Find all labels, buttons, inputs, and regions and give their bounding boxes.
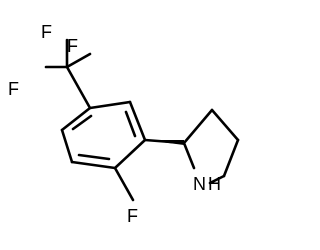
ring-bond-6 [60, 106, 92, 132]
atom-label-f-ring: F [127, 206, 138, 226]
pyrrolidine-bond-2 [210, 108, 240, 142]
atom-label-f-top: F [41, 22, 52, 42]
ring-bond-3 [113, 138, 147, 170]
pyrrolidine-bond-1 [182, 108, 214, 145]
pyrrolidine-bond-3 [222, 138, 240, 178]
atom-label-n: N [193, 174, 206, 194]
ring-double-bond-inner-1 [124, 110, 137, 138]
ring-double-bond-inner-3 [71, 114, 93, 131]
atom-label-h: H [208, 174, 221, 194]
atom-label-f-left: F [8, 79, 19, 99]
bond-ring-pyrrolidine [143, 138, 186, 145]
bond-cf3-ring [65, 65, 92, 110]
atom-label-f-right: F [67, 36, 78, 56]
molecule-structure-diagram: F F F F N H [8, 22, 240, 226]
ring-bond-2 [128, 100, 147, 142]
bond-ring-f [113, 166, 135, 202]
ring-double-bond-inner-2 [77, 153, 111, 161]
ring-bond-5 [60, 128, 74, 164]
bond-c-f-right [65, 52, 92, 69]
pyrrolidine-bond-4 [208, 174, 226, 185]
ring-bond-1 [88, 100, 132, 110]
pyrrolidine-bond-5 [182, 141, 196, 170]
ring-bond-4 [70, 160, 117, 170]
